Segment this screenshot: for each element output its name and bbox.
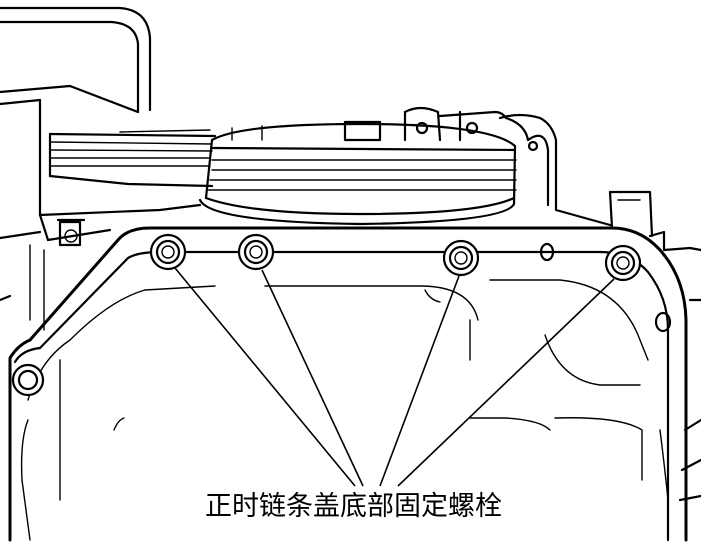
right-block xyxy=(554,138,701,502)
bolt-caption: 正时链条盖底部固定螺栓 xyxy=(205,491,502,522)
leader-lines xyxy=(174,267,615,487)
bolt-4 xyxy=(604,244,642,282)
bolt-2 xyxy=(237,233,275,271)
bolt-3 xyxy=(442,239,480,277)
upper-bracket xyxy=(343,106,558,207)
crankshaft-pulley xyxy=(198,122,517,226)
engine-head-outline xyxy=(0,6,202,331)
left-boss xyxy=(46,218,112,247)
bolt-1 xyxy=(149,233,187,271)
drive-belt xyxy=(48,129,217,188)
bolt-left xyxy=(11,363,45,397)
small-holes xyxy=(64,229,672,333)
